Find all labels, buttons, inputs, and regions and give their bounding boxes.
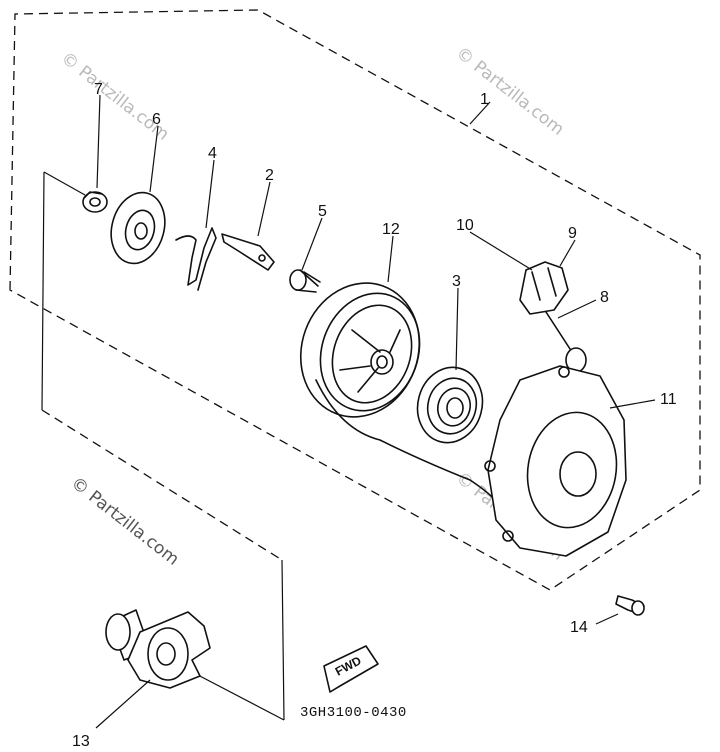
callout-2: 2 [265, 167, 274, 184]
callout-4: 4 [208, 145, 217, 162]
frame-top-line [43, 171, 86, 196]
part-4-spring-clip [175, 227, 217, 291]
watermark-bottom-left: © Partzilla.com [67, 473, 183, 570]
diagram-code: 3GH3100-0430 [300, 705, 407, 721]
frame-right-line [281, 559, 285, 721]
part-11-starter-case [484, 365, 627, 557]
part-9-handle [519, 261, 569, 315]
callout-10: 10 [456, 217, 474, 234]
part-3-recoil-spring [416, 366, 484, 444]
part-13-drive-pulley [105, 609, 211, 689]
callout-1: 1 [480, 91, 489, 108]
part-8-rope [545, 311, 573, 353]
part-2-pawl [221, 233, 275, 271]
callout-8: 8 [600, 289, 609, 306]
watermark-top-right: © Partzilla.com [452, 43, 568, 140]
watermark-top-left: © Partzilla.com [57, 48, 173, 145]
assembly-boundary-dashed [9, 9, 701, 591]
callout-3: 3 [452, 273, 461, 290]
leader-lines [95, 94, 656, 729]
part-12-pulley [299, 282, 496, 501]
fwd-arrow: FWD [323, 645, 379, 693]
callout-9: 9 [568, 225, 577, 242]
frame-bottom-dashed [41, 409, 283, 561]
part-5-spring [289, 269, 321, 293]
part-6-plate [110, 191, 166, 265]
frame-left-line [41, 171, 45, 411]
callout-numbers: 1 2 3 4 5 6 7 8 9 10 11 12 13 14 [72, 81, 677, 750]
callout-11: 11 [660, 391, 677, 408]
part-7-nut [82, 191, 108, 213]
callout-5: 5 [318, 203, 327, 220]
callout-14: 14 [570, 619, 588, 636]
callout-13: 13 [72, 733, 90, 750]
part-14-bolt [615, 595, 645, 616]
callout-7: 7 [94, 81, 103, 98]
callout-6: 6 [152, 111, 161, 128]
callout-12: 12 [382, 221, 400, 238]
